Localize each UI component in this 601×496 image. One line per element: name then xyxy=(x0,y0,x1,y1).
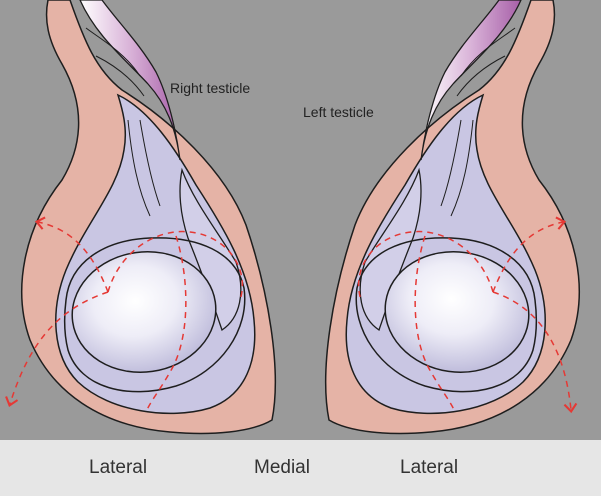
caption-lateral-left: Lateral xyxy=(89,457,147,479)
caption-medial: Medial xyxy=(254,457,310,479)
right-testicle-label: Right testicle xyxy=(170,80,250,96)
caption-lateral-right: Lateral xyxy=(400,457,458,479)
left-testicle-label: Left testicle xyxy=(303,104,374,120)
